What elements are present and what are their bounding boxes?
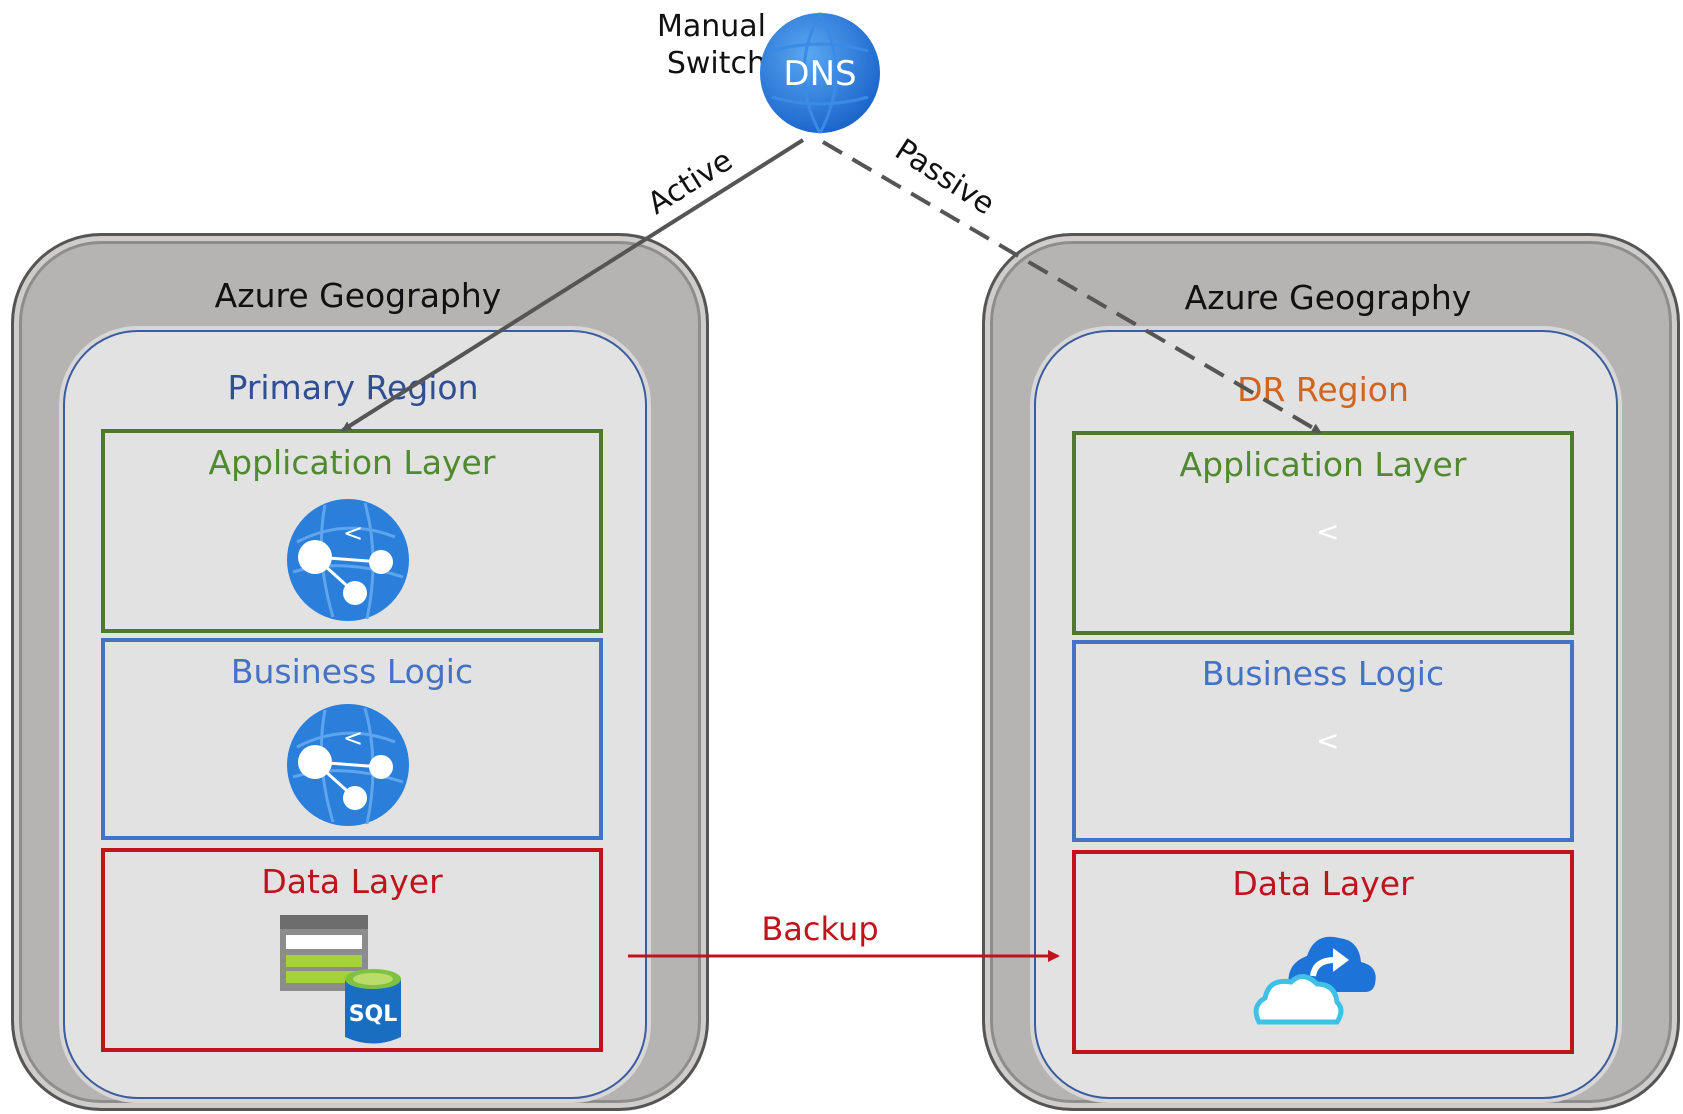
dr-biz-placeholder-glyph: < bbox=[1316, 724, 1340, 757]
sql-label: SQL bbox=[349, 1002, 398, 1027]
manual-switch-line2: Switch bbox=[666, 46, 766, 81]
dr-application-layer-title: Application Layer bbox=[1179, 445, 1467, 484]
dr-data-layer: Data Layer bbox=[1072, 850, 1574, 1054]
passive-label: Passive bbox=[889, 132, 1001, 222]
manual-switch-line1: Manual bbox=[656, 9, 766, 44]
dr-data-layer-title: Data Layer bbox=[1232, 864, 1414, 903]
cloud-backup-icon bbox=[1253, 936, 1376, 1025]
app-service-icon: < bbox=[287, 499, 409, 621]
svg-text:<: < bbox=[343, 519, 363, 547]
primary-geography-title: Azure Geography bbox=[214, 276, 502, 315]
primary-business-logic-layer: Business Logic < bbox=[101, 638, 603, 840]
active-arrow bbox=[341, 138, 805, 432]
dr-app-placeholder-glyph: < bbox=[1316, 515, 1340, 548]
primary-application-layer: Application Layer < bbox=[101, 429, 603, 633]
backup-label: Backup bbox=[761, 910, 878, 948]
primary-data-layer-title: Data Layer bbox=[261, 862, 443, 901]
svg-text:<: < bbox=[343, 724, 363, 752]
primary-business-logic-title: Business Logic bbox=[230, 652, 474, 691]
passive-arrow bbox=[821, 140, 1322, 434]
dns-icon: DNS bbox=[760, 12, 880, 134]
dr-business-logic-layer: Business Logic < bbox=[1072, 640, 1574, 842]
primary-region-title: Primary Region bbox=[227, 368, 479, 407]
sql-database-icon: SQL bbox=[280, 915, 401, 1044]
dr-application-layer: Application Layer < bbox=[1072, 431, 1574, 635]
app-service-icon: < bbox=[287, 704, 409, 826]
dr-geography-title: Azure Geography bbox=[1184, 278, 1472, 317]
dns-icon-text: DNS bbox=[783, 54, 856, 94]
dr-business-logic-title: Business Logic bbox=[1201, 654, 1445, 693]
primary-application-layer-title: Application Layer bbox=[208, 443, 496, 482]
primary-data-layer: Data Layer SQL bbox=[101, 848, 603, 1052]
manual-switch-label: Manual Switch bbox=[636, 8, 766, 82]
